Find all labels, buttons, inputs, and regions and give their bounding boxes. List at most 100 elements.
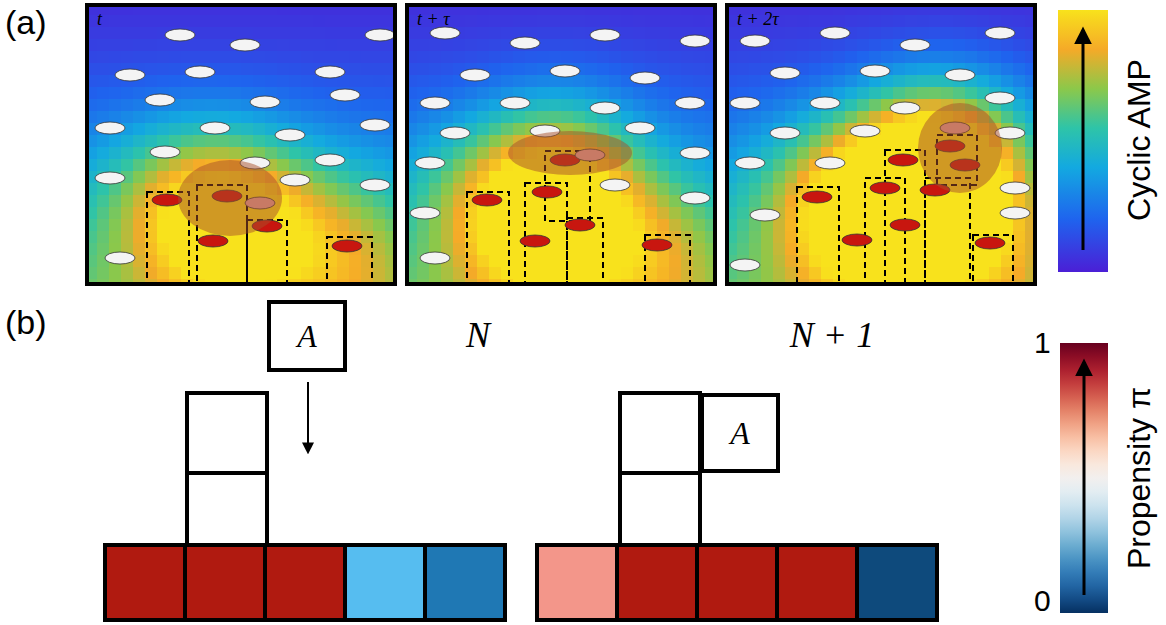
camp-field [773, 51, 786, 64]
inactive-cell [735, 157, 765, 169]
propensity-site [345, 545, 425, 620]
camp-field [737, 219, 750, 232]
camp-field [145, 135, 158, 148]
camp-field [881, 111, 894, 124]
camp-field [477, 51, 490, 64]
camp-field [893, 207, 906, 220]
camp-field [325, 207, 338, 220]
camp-field [761, 87, 774, 100]
camp-field [229, 27, 242, 40]
camp-field [833, 87, 846, 100]
camp-field [633, 87, 646, 100]
camp-field [941, 243, 954, 256]
camp-field [737, 111, 750, 124]
camp-field [989, 15, 1002, 28]
camp-field [477, 27, 490, 40]
drop-arrow [307, 382, 309, 452]
camp-field [337, 111, 350, 124]
camp-field [373, 147, 386, 160]
camp-field [681, 75, 694, 88]
camp-field [737, 75, 750, 88]
camp-field [621, 219, 634, 232]
inactive-cell [360, 119, 390, 131]
camp-field [833, 39, 846, 52]
camp-field [289, 51, 302, 64]
camp-field [97, 195, 110, 208]
camp-field [1013, 231, 1026, 244]
camp-field [477, 243, 490, 256]
camp-field [905, 195, 918, 208]
camp-field [821, 39, 834, 52]
camp-field [669, 123, 682, 136]
camp-field [657, 123, 670, 136]
camp-field [289, 147, 302, 160]
camp-field [513, 111, 526, 124]
camp-field [809, 231, 822, 244]
inactive-cell [115, 69, 145, 81]
camp-field [1001, 267, 1014, 280]
camp-field [929, 243, 942, 256]
inactive-cell [985, 92, 1015, 104]
camp-field [429, 39, 442, 52]
camp-field [657, 99, 670, 112]
camp-field [929, 219, 942, 232]
camp-field [157, 135, 170, 148]
camp-field [693, 219, 706, 232]
camp-field [417, 123, 430, 136]
camp-field [313, 243, 326, 256]
camp-field [313, 15, 326, 28]
stacked-block [187, 393, 267, 473]
camp-field [265, 63, 278, 76]
camp-field [241, 111, 254, 124]
camp-field [501, 63, 514, 76]
camp-field [109, 207, 122, 220]
camp-field [857, 183, 870, 196]
active-cell [890, 219, 920, 231]
camp-field [881, 135, 894, 148]
camp-field [169, 207, 182, 220]
camp-field [453, 39, 466, 52]
camp-field [361, 195, 374, 208]
camp-field [893, 51, 906, 64]
camp-field [989, 51, 1002, 64]
camp-field [325, 39, 338, 52]
camp-field [501, 267, 514, 280]
camp-field [893, 123, 906, 136]
camp-field [97, 51, 110, 64]
camp-field [97, 99, 110, 112]
inactive-cell [890, 102, 920, 114]
camp-field [881, 51, 894, 64]
camp-field [109, 39, 122, 52]
camp-field [585, 63, 598, 76]
camp-field [169, 15, 182, 28]
camp-field [289, 63, 302, 76]
inactive-cell [740, 35, 770, 47]
camp-field [1001, 147, 1014, 160]
camp-field [301, 267, 314, 280]
active-cell [520, 235, 550, 247]
camp-field [253, 27, 266, 40]
camp-field [97, 39, 110, 52]
camp-field [169, 231, 182, 244]
camp-field [169, 123, 182, 136]
camp-field [537, 207, 550, 220]
camp-field [633, 171, 646, 184]
camp-field [513, 207, 526, 220]
camp-field [97, 135, 110, 148]
camp-field [857, 219, 870, 232]
camp-field [549, 267, 562, 280]
camp-field [929, 195, 942, 208]
camp-field [941, 255, 954, 268]
camp-field [217, 87, 230, 100]
camp-field [609, 231, 622, 244]
camp-field [169, 219, 182, 232]
camp-field [633, 231, 646, 244]
camp-field [429, 63, 442, 76]
camp-field [373, 207, 386, 220]
camp-field [429, 171, 442, 184]
camp-field [289, 267, 302, 280]
camp-field [453, 195, 466, 208]
camp-field [761, 147, 774, 160]
camp-field [881, 15, 894, 28]
camp-field [833, 111, 846, 124]
